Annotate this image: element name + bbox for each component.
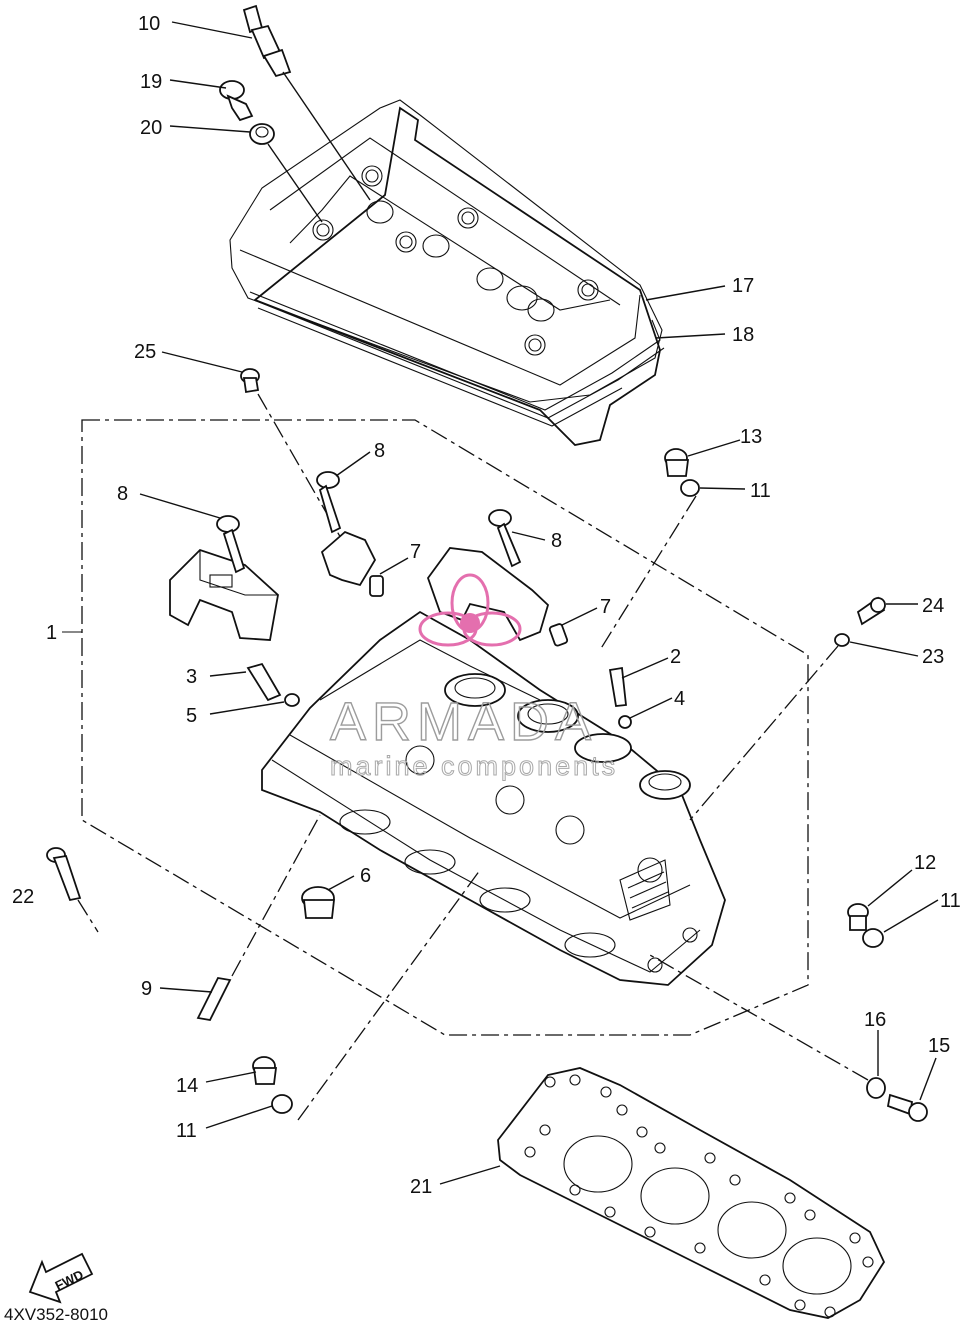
watermark: ARMADA marine components xyxy=(329,573,618,782)
callout-6: 6 xyxy=(360,865,371,887)
cylinder-head-1 xyxy=(261,610,726,986)
callout-11-right: 11 xyxy=(940,890,961,912)
leader-15 xyxy=(649,954,869,1081)
callout-23: 23 xyxy=(922,646,944,668)
callout-9: 9 xyxy=(141,978,152,1000)
callout-7-left: 7 xyxy=(410,541,421,563)
callout-14: 14 xyxy=(176,1075,198,1097)
washer-16 xyxy=(866,1077,886,1099)
bolt-13 xyxy=(664,448,690,477)
head-gasket-21 xyxy=(497,1067,886,1319)
bolt-19 xyxy=(219,80,254,122)
washer-20 xyxy=(249,123,323,223)
plug-6 xyxy=(301,886,336,919)
callout-8-top: 8 xyxy=(374,440,385,462)
valve-cover-gasket-18 xyxy=(249,291,665,427)
watermark-emblem-icon xyxy=(418,573,522,647)
assembly-boundary xyxy=(81,419,809,1036)
stud-2 xyxy=(608,666,627,707)
bolt-22 xyxy=(46,847,99,933)
watermark-brand: ARMADA xyxy=(330,692,597,752)
o-ring-5 xyxy=(284,693,300,707)
callout-20: 20 xyxy=(140,117,162,139)
watermark-tagline: marine components xyxy=(330,751,618,781)
callout-18: 18 xyxy=(732,324,754,346)
callout-7-right: 7 xyxy=(600,596,611,618)
stud-9 xyxy=(196,814,321,1021)
callout-5: 5 xyxy=(186,705,197,727)
camshaft-cap-centre xyxy=(316,471,377,587)
callout-13: 13 xyxy=(740,426,762,448)
camshaft-cap-left xyxy=(169,548,279,641)
callout-2: 2 xyxy=(670,646,681,668)
callout-8-right: 8 xyxy=(551,530,562,552)
callout-11-bottom: 11 xyxy=(176,1120,197,1142)
callout-4: 4 xyxy=(674,688,685,710)
bolt-8-left xyxy=(216,515,246,574)
callout-24: 24 xyxy=(922,595,944,617)
bolt-24 xyxy=(856,596,886,626)
callout-19: 19 xyxy=(140,71,162,93)
bolt-15 xyxy=(886,1093,928,1122)
drawing-code: 4XV352-8010 xyxy=(4,1305,108,1324)
leader-lines xyxy=(62,21,939,1185)
leader-13 xyxy=(599,495,697,651)
washer-23 xyxy=(834,633,850,647)
callout-17: 17 xyxy=(732,275,754,297)
callout-25: 25 xyxy=(134,341,156,363)
callout-21: 21 xyxy=(410,1176,432,1198)
callout-22: 22 xyxy=(12,886,34,908)
washer-11-right xyxy=(862,928,884,948)
callout-10: 10 xyxy=(138,13,160,35)
washer-11-bottom xyxy=(271,1094,293,1114)
callout-12: 12 xyxy=(914,852,936,874)
stud-3 xyxy=(246,662,282,702)
forward-arrow-icon: FWD xyxy=(28,1252,94,1304)
spark-plug-10 xyxy=(242,4,371,201)
leader-23 xyxy=(689,645,839,821)
o-ring-4 xyxy=(618,715,632,729)
washer-11-top xyxy=(680,479,700,497)
leader-14 xyxy=(297,869,481,1121)
callout-16: 16 xyxy=(864,1009,886,1031)
callout-11-top: 11 xyxy=(750,480,771,502)
cap-nut-12 xyxy=(847,903,869,931)
collar-7-right xyxy=(548,623,569,647)
valve-cover-17 xyxy=(229,99,663,446)
collar-7-left xyxy=(369,575,384,597)
camshaft-cap-right xyxy=(426,509,550,642)
callout-3: 3 xyxy=(186,666,197,688)
callout-8-left: 8 xyxy=(117,483,128,505)
bolt-14 xyxy=(252,1056,278,1085)
callout-1: 1 xyxy=(46,622,57,644)
callout-15: 15 xyxy=(928,1035,950,1057)
